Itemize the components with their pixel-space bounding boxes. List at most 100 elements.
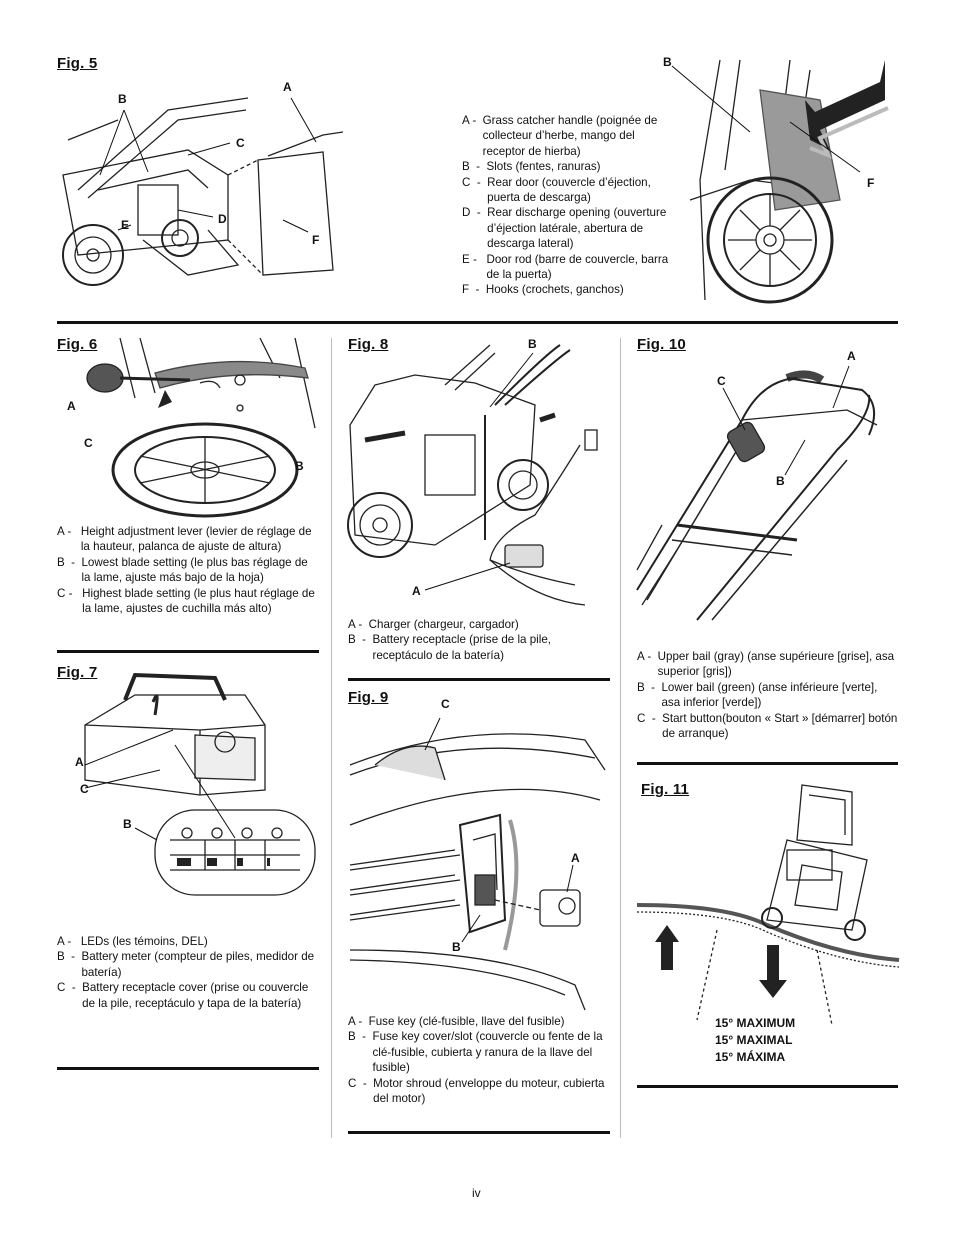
legend-key: A -: [462, 114, 483, 127]
legend-text: Highest blade setting (le plus haut régl…: [82, 586, 315, 616]
fig11-slope-limit: 15° MAXIMUM 15° MAXIMAL 15° MÁXIMA: [715, 1015, 795, 1066]
legend-text: Battery receptacle cover (prise ou couve…: [82, 981, 309, 1010]
legend-item: B - Fuse key cover/slot (couvercle ou fe…: [348, 1029, 610, 1075]
legend-text: Height adjustment lever (levier de régla…: [80, 525, 312, 554]
legend-item: C - Start button(bouton « Start » [démar…: [637, 711, 899, 742]
page-number: iv: [472, 1186, 481, 1200]
legend-key: A -: [348, 618, 369, 631]
column-separator: [620, 338, 621, 1138]
legend-key: B -: [462, 160, 487, 174]
legend-text: Door rod (barre de couvercle, barra de l…: [486, 252, 669, 282]
legend-key: B -: [637, 680, 662, 694]
fig9-legend: A - Fuse key (clé-fusible, llave del fus…: [348, 1014, 610, 1106]
legend-item: C - Highest blade setting (le plus haut …: [57, 586, 319, 617]
fig7-callout-b: B: [123, 817, 132, 831]
legend-key: C -: [462, 175, 488, 189]
legend-key: C -: [637, 711, 663, 725]
fig9-title: Fig. 9: [348, 689, 389, 706]
fig8-title: Fig. 8: [348, 336, 389, 353]
legend-item: A - Fuse key (clé-fusible, llave del fus…: [348, 1014, 610, 1029]
legend-item: F - Hooks (crochets, ganchos): [462, 282, 677, 297]
fig6-height-lever-illustration: [86, 337, 316, 518]
fig6-legend: A - Height adjustment lever (levier de r…: [57, 524, 319, 616]
legend-text: Motor shroud (enveloppe du moteur, cubie…: [373, 1076, 605, 1106]
fig5-detail-callout-b: B: [663, 55, 672, 69]
fig9-callout-b: B: [452, 940, 461, 954]
fig8-callout-b: B: [528, 337, 537, 351]
legend-text: Fuse key (clé-fusible, llave del fusible…: [368, 1015, 565, 1028]
fig6-callout-a: A: [67, 399, 76, 413]
fig5-detail-callout-f: F: [867, 176, 875, 190]
fig11-title: Fig. 11: [641, 781, 690, 798]
fig7-callout-a: A: [75, 755, 84, 769]
fig10-legend: A - Upper bail (gray) (anse supérieure […: [637, 649, 899, 741]
fig9-fuse-key-illustration: [349, 717, 606, 1011]
fig5-title: Fig. 5: [57, 55, 98, 72]
section-divider: [637, 762, 898, 765]
fig6-leader-lines: [0, 0, 320, 200]
legend-text: Charger (chargeur, cargador): [368, 618, 519, 631]
legend-item: B - Slots (fentes, ranuras): [462, 159, 677, 174]
legend-item: C - Motor shroud (enveloppe du moteur, c…: [348, 1076, 610, 1107]
legend-item: D - Rear discharge opening (ouverture d’…: [462, 205, 677, 251]
legend-item: C - Battery receptacle cover (prise ou c…: [57, 980, 319, 1011]
legend-key: C -: [57, 981, 83, 995]
legend-key: E -: [462, 252, 487, 266]
legend-item: B - Battery receptacle (prise de la pile…: [348, 632, 610, 663]
legend-item: E - Door rod (barre de couvercle, barra …: [462, 252, 677, 283]
section-divider: [57, 1067, 319, 1070]
legend-text: Upper bail (gray) (anse supérieure [gris…: [657, 650, 895, 679]
legend-key: A -: [348, 1015, 369, 1028]
legend-text: Grass catcher handle (poignée de collect…: [482, 114, 658, 158]
fig10-callout-b: B: [776, 474, 785, 488]
fig8-legend: A - Charger (chargeur, cargador) B - Bat…: [348, 617, 610, 663]
fig5-detail-illustration: [671, 59, 901, 311]
fig5-callout-b: B: [118, 92, 127, 106]
legend-key: B -: [348, 1030, 373, 1044]
slope-limit-fr: 15° MAXIMAL: [715, 1033, 793, 1047]
fig5-callout-a: A: [283, 80, 292, 94]
fig7-battery-illustration: [84, 672, 316, 896]
section-divider: [637, 1085, 898, 1088]
section-divider: [57, 650, 319, 653]
fig9-callout-a: A: [571, 851, 580, 865]
fig6-callout-c: C: [84, 436, 93, 450]
legend-text: LEDs (les témoins, DEL): [80, 935, 208, 948]
legend-text: Battery meter (compteur de piles, medido…: [81, 950, 315, 979]
legend-item: A - LEDs (les témoins, DEL): [57, 934, 319, 949]
legend-key: A -: [57, 935, 81, 948]
slope-limit-es: 15° MÁXIMA: [715, 1050, 786, 1064]
legend-text: Start button(bouton « Start » [démarrer]…: [662, 711, 898, 741]
fig6-title: Fig. 6: [57, 336, 98, 353]
legend-key: B -: [348, 633, 373, 647]
fig10-callout-c: C: [717, 374, 726, 388]
column-separator: [331, 338, 332, 1138]
fig5-callout-c: C: [236, 136, 245, 150]
fig10-callout-a: A: [847, 349, 856, 363]
slope-limit-en: 15° MAXIMUM: [715, 1016, 796, 1030]
legend-item: A - Height adjustment lever (levier de r…: [57, 524, 319, 555]
legend-text: Fuse key cover/slot (couvercle ou fente …: [372, 1030, 603, 1075]
section-divider: [348, 678, 610, 681]
legend-text: Battery receptacle (prise de la pile, re…: [372, 633, 551, 662]
legend-text: Rear discharge opening (ouverture d’éjec…: [487, 206, 667, 251]
legend-text: Rear door (couvercle d’éjection, puerta …: [487, 175, 651, 205]
legend-text: Slots (fentes, ranuras): [486, 160, 601, 174]
fig10-handle-bail-illustration: [636, 365, 878, 621]
legend-item: A - Upper bail (gray) (anse supérieure […: [637, 649, 899, 680]
fig11-slope-illustration: [636, 784, 900, 1026]
fig7-title: Fig. 7: [57, 664, 98, 681]
legend-item: A - Charger (chargeur, cargador): [348, 617, 610, 632]
legend-item: B - Lower bail (green) (anse inférieure …: [637, 680, 899, 711]
fig5-mower-illustration: [62, 97, 344, 286]
legend-key: D -: [462, 206, 488, 220]
legend-text: Hooks (crochets, ganchos): [485, 283, 624, 297]
fig7-legend: A - LEDs (les témoins, DEL) B - Battery …: [57, 934, 319, 1011]
legend-key: A -: [57, 525, 81, 538]
section-divider: [348, 1131, 610, 1134]
fig8-callout-a: A: [412, 584, 421, 598]
fig7-callout-c: C: [80, 782, 89, 796]
legend-item: A - Grass catcher handle (poignée de col…: [462, 113, 677, 159]
legend-key: C -: [57, 586, 83, 600]
legend-text: Lower bail (green) (anse inférieure [ver…: [661, 680, 878, 710]
